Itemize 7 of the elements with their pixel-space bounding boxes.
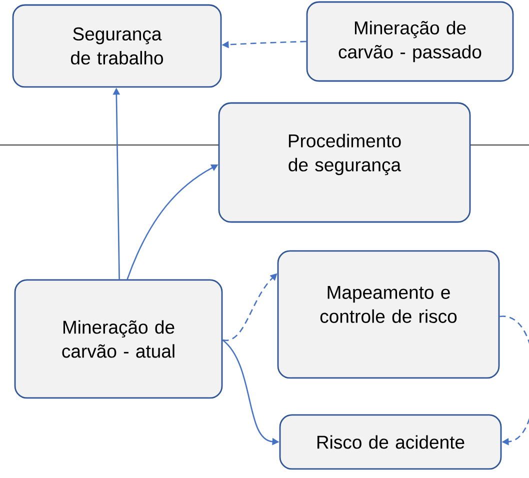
- process-box: Mineração de carvão - atual: [14, 279, 223, 399]
- arrow: [500, 316, 529, 446]
- process-box: Procedimento de segurança: [218, 102, 471, 223]
- process-box: Mineração de carvão - passado: [306, 1, 514, 82]
- process-box: Segurança de trabalho: [12, 4, 222, 88]
- process-box: Mapeamento e controle de risco: [277, 250, 500, 379]
- process-box: Risco de acidente: [279, 414, 502, 470]
